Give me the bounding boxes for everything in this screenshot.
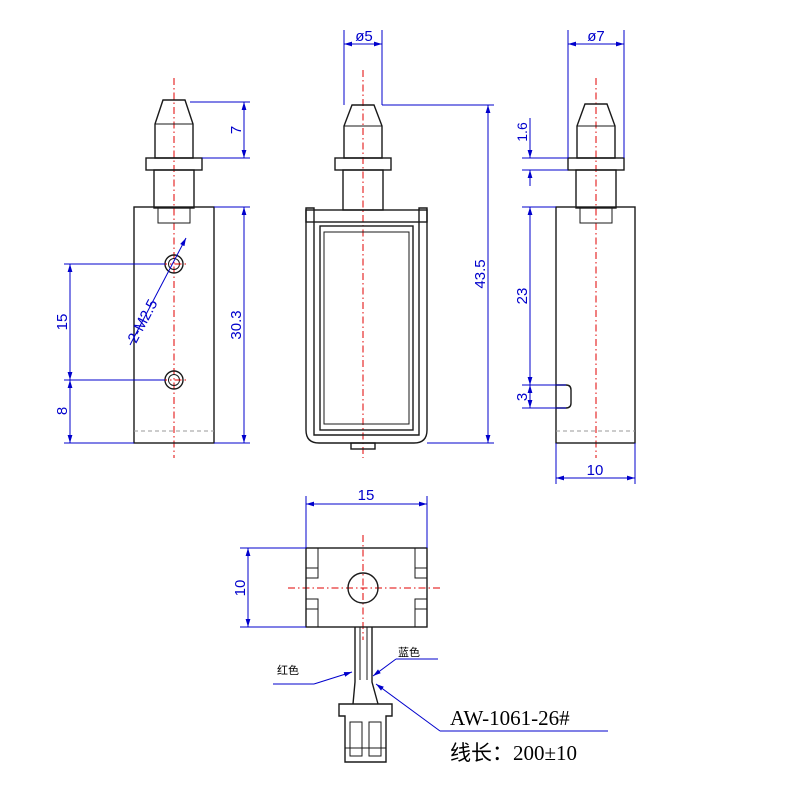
dim-collar-dia: ø7 [587, 28, 605, 45]
dim-hole-label: 2-M2.5 [125, 297, 162, 346]
side-view: ø7 1.6 23 3 10 [514, 28, 636, 484]
front-view: 7 30.3 15 8 2-M2.5 [54, 78, 250, 458]
connector-pin-2 [368, 721, 382, 757]
wire-length: 线长：200±10 [450, 741, 577, 765]
connector-pin-1 [349, 721, 363, 757]
front-body [133, 206, 215, 444]
dim-plunger-dia: ø5 [355, 28, 373, 45]
label-red-wire: 红色 [277, 663, 299, 677]
dim-body-width: 10 [587, 462, 604, 479]
dim-hole-spacing: 15 [54, 314, 71, 331]
dim-overall-height: 43.5 [472, 259, 489, 288]
section-coil [319, 225, 414, 431]
section-top-plate [305, 209, 428, 223]
front-slot [157, 207, 191, 224]
model-number: AW-1061-26# [450, 706, 570, 730]
side-tab [556, 384, 572, 409]
side-slot [579, 207, 613, 224]
dim-bottom-width: 15 [358, 487, 375, 504]
side-body [555, 206, 636, 444]
dim-collar-thickness: 1.6 [514, 122, 530, 142]
section-u-frame [305, 207, 428, 444]
section-view: ø5 43.5 [305, 28, 494, 458]
label-blue-wire: 蓝色 [398, 645, 420, 659]
front-plunger-shaft [153, 169, 195, 209]
bottom-center-hole [347, 572, 379, 604]
bottom-view: 15 10 红色 蓝色 [232, 487, 608, 763]
wire-blue [371, 627, 379, 705]
wire-connector [338, 703, 393, 763]
dim-slot-height: 3 [514, 393, 531, 401]
dim-bottom-depth: 10 [232, 580, 249, 597]
dim-side-length: 23 [514, 288, 531, 305]
dim-bottom-offset: 8 [54, 407, 71, 415]
side-plunger-shaft [575, 169, 617, 209]
wire-red [352, 627, 356, 705]
dim-front-tip-height: 7 [228, 126, 245, 134]
section-bottom-nub [350, 442, 376, 450]
dim-front-body-height: 30.3 [228, 310, 245, 339]
